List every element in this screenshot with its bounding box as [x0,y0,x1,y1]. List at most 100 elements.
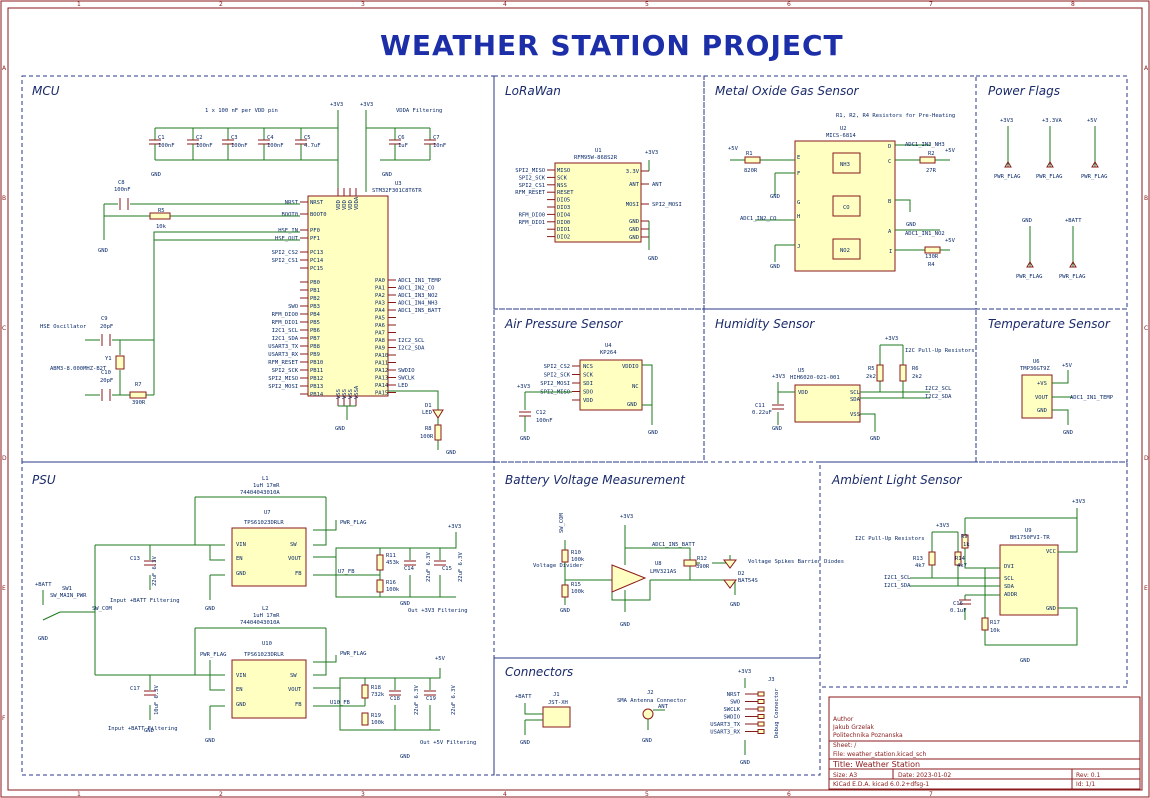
mcu-led [432,409,444,419]
mcu-pin-vss: VSS [342,389,348,399]
psu-u7-pin-vout: VOUT [288,556,302,562]
mcu-c8-val: 100nF [114,187,131,193]
psu-r11 [376,554,384,571]
grid-side-e: E [2,585,6,592]
lora-pin-left: DIO2 [557,235,570,241]
mcu-net-right: SWDIO [398,368,415,374]
mcu-r7-ref: R7 [135,382,142,388]
mcu-pin-left: PC14 [310,258,324,264]
mcu-c10-val: 20pF [100,378,113,384]
psu-u10-ref: U10 [262,641,272,647]
psu-note-out2: Out +5V Filtering [420,740,476,746]
grid-top-3: 3 [361,1,365,8]
light-pin-addr: ADDR [1004,592,1018,598]
tb-author: Jakub Grzelak [832,724,875,731]
gas-pin-h: H [797,214,800,220]
psu-r18 [361,684,369,699]
psu-u10-pin-sw: SW [290,673,297,679]
mcu-pin-left: PC15 [310,266,323,272]
psu-l1-part: 74404043010A [240,490,280,496]
grid-bottom-3: 3 [361,791,365,798]
grid-top-2: 2 [219,1,223,8]
humidity-sensor [794,384,861,423]
battery-r10 [561,549,569,563]
mcu-pin-right: PA13 [375,376,388,382]
air-rail: +3V3 [517,384,530,390]
grid-side-c: C [2,325,6,332]
battery-u8-name: LMV321AS [650,569,677,575]
humidity-r5-val: 2k2 [866,374,876,380]
flag-symbol [1069,261,1077,268]
humidity-net-sda: I2C2_SDA [925,394,952,400]
gas-pin-a: A [888,229,892,235]
psu-u10 [231,659,307,719]
psu-c14-val: 22uF 6.3V [426,552,432,582]
temperature-pin-vs: +VS [1037,381,1047,387]
psu-l2-ref: L2 [262,606,269,612]
psu-u7 [231,527,307,587]
light-gnd: GND [1020,658,1030,664]
psu-r19 [361,712,369,726]
battery-gnd-a: GND [560,608,570,614]
conn-j3-pin [757,714,765,719]
mcu-chip-ref: U3 [395,181,402,187]
psu-u10-name: TPS61023DRLR [244,652,284,658]
mcu-gnd-led: GND [446,450,456,456]
psu-u7-pin-gnd: GND [236,571,246,577]
lora-net-left: SPI2_SCK [519,175,546,181]
page-title: WEATHER STATION PROJECT [380,29,844,62]
gas-r2 [919,156,936,164]
mcu-gnd-c8: GND [98,248,108,254]
mcu-pin-vdd: VDDA [354,196,360,210]
mcu-cap-val: 100nF [196,143,213,149]
lora-pin-right: GND [629,227,639,233]
gas-r2-ref: R2 [928,151,935,157]
gas-r1-val: 820R [744,168,758,174]
temperature-rail: +5V [1062,363,1073,369]
mcu-net-left: SPI2_CS2 [272,250,299,256]
mcu-pin-left: PB6 [310,328,320,334]
mcu-net-left: SPI2_SCK [272,368,299,374]
lora-pin-left: DIO5 [557,198,570,204]
flag-rail: +BATT [1065,218,1082,224]
temperature-net: ADC1_IN1_TEMP [1070,395,1114,401]
grid-side-d-right: D [1144,455,1149,462]
psu-c14-ref: C14 [404,566,415,572]
grid-bottom-7: 7 [929,791,933,798]
lora-net-right: ANT [652,182,663,188]
air-sensor [579,359,643,411]
mcu-r5-val: 10k [156,224,167,230]
light-r17-ref: R17 [990,620,1000,626]
battery-rail: +3V3 [620,514,633,520]
connectors-block: +BATT J1 JST-XH GND J2 SMA Antenna Conne… [515,669,780,766]
lora-pin-left: DIO4 [557,212,571,218]
psu-l1-val: 1uH 17mR [253,483,280,489]
mcu-pin-left: PB1 [310,288,320,294]
psu-l1-ref: L1 [262,476,269,482]
psu-flag-a: PWR_FLAG [340,520,367,526]
light-name: BH1750FVI-TR [1010,535,1050,541]
flag-symbol [1091,161,1099,168]
temperature-pin-vout: VOUT [1035,395,1049,401]
air-name: KP264 [600,350,617,356]
humidity-c11-val: 0.22uF [752,410,772,416]
lora-ref: U1 [595,148,602,154]
mcu-chip [307,195,389,397]
mcu-cap-ref: C7 [433,135,440,141]
mcu-c9-ref: C9 [101,316,108,322]
mcu-pin-vss: VSS [336,389,342,399]
mcu-cap-ref: C2 [196,135,203,141]
gas-r4-ref: R4 [928,262,935,268]
grid-side-c-right: C [1144,325,1148,332]
conn-j3-net: NRST [727,692,741,698]
flag-rail: +3.3VA [1042,118,1063,124]
gas-pin-d: D [888,144,891,150]
light-pin-vcc: VCC [1046,549,1056,555]
mcu-c10-ref: C10 [101,370,111,376]
conn-j2-val: SMA Antenna Connector [617,698,687,704]
psu-gnd-sw: GND [38,636,48,642]
mcu-c8-ref: C8 [118,180,125,186]
lora-rail: +3V3 [645,150,658,156]
mcu-chip-name: STM32F301C8T6TR [372,188,422,194]
light-rail-b: +3V3 [936,523,949,529]
